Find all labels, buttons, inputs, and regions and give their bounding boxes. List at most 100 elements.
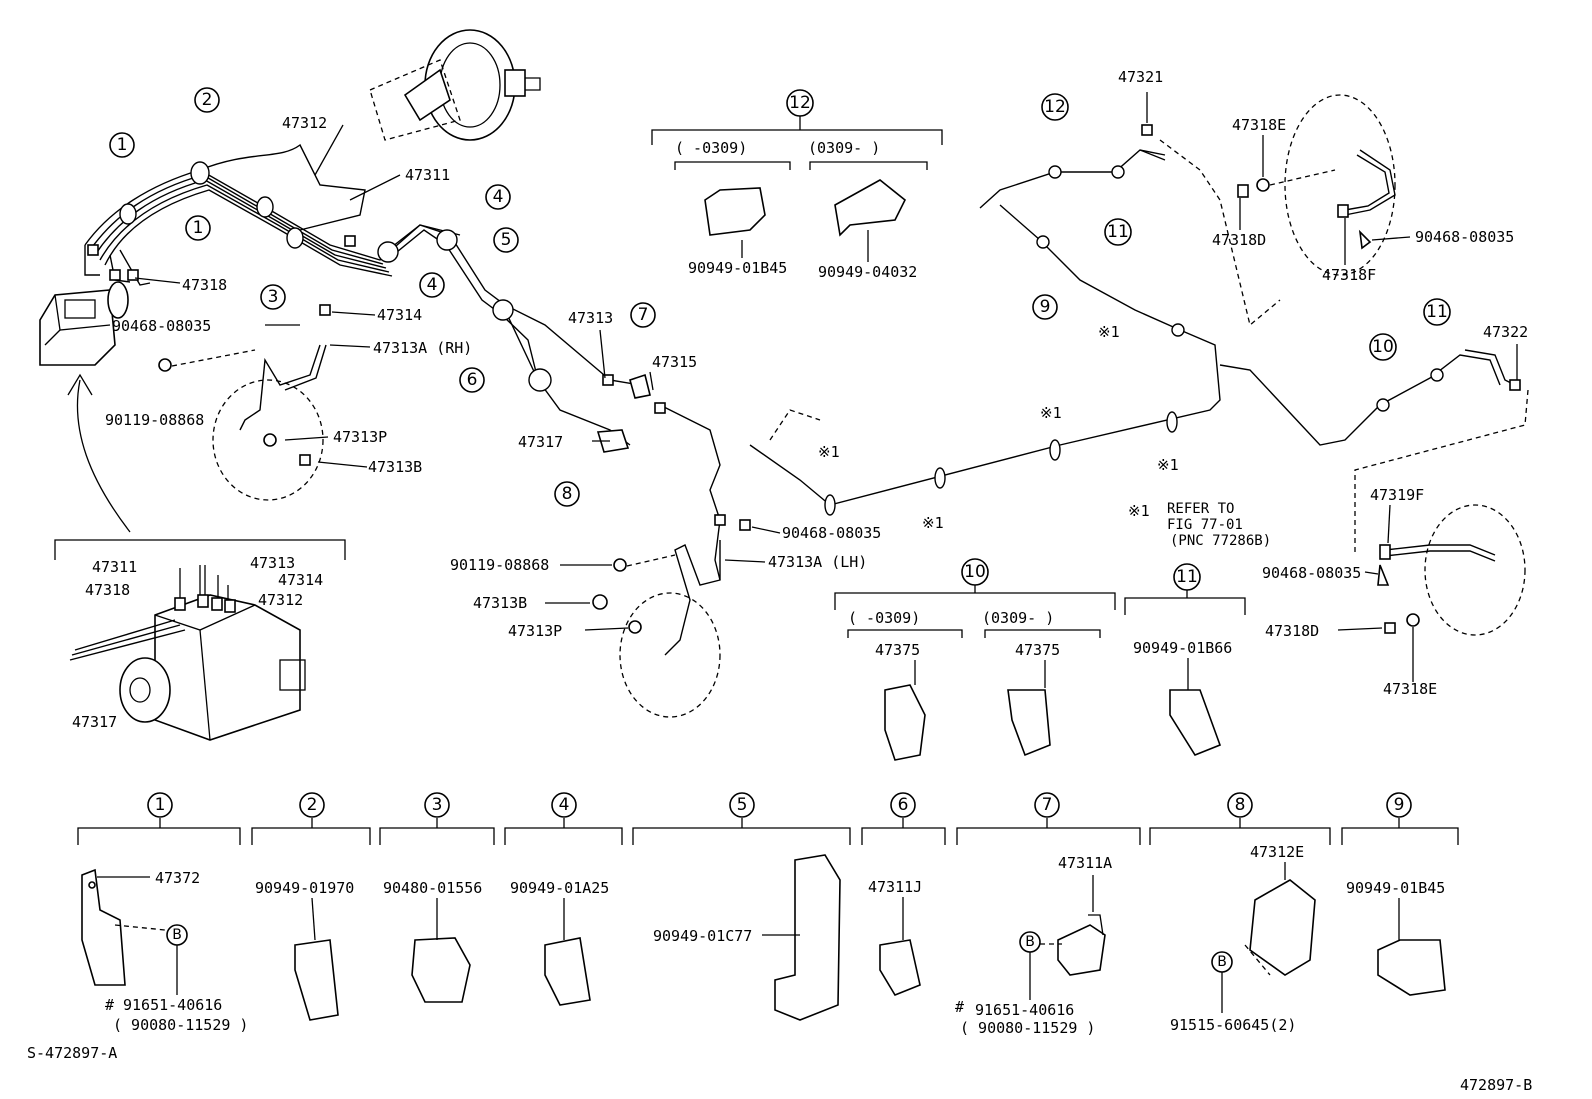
callout-9a: 9 <box>1032 294 1058 320</box>
callout-k1: 1 <box>147 792 173 818</box>
svg-text:5: 5 <box>501 230 512 250</box>
svg-text:2: 2 <box>307 795 318 815</box>
label-90119-mid: 90119-08868 <box>450 556 549 574</box>
callout-k3: 3 <box>424 792 450 818</box>
brake-booster <box>369 29 541 141</box>
callout-11a: 11 <box>1104 218 1132 246</box>
label-91651-a: 91651-40616 <box>123 996 222 1014</box>
label-47318e-top: 47318E <box>1232 116 1286 134</box>
svg-text:7: 7 <box>638 305 649 325</box>
label-90119-left: 90119-08868 <box>105 411 204 429</box>
label-47314: 47314 <box>377 306 422 324</box>
clip-k6 <box>879 939 921 996</box>
hash-mark-b: # <box>955 998 964 1016</box>
clip-12a <box>704 187 766 236</box>
svg-text:11: 11 <box>1176 567 1198 587</box>
label-47311-top: 47311 <box>405 166 450 184</box>
label-47313a-rh: 47313A (RH) <box>373 339 472 357</box>
svg-text:3: 3 <box>432 795 443 815</box>
svg-text:4: 4 <box>493 187 504 207</box>
svg-text:8: 8 <box>562 484 573 504</box>
ref-mark-e: ※1 <box>922 514 944 532</box>
svg-text:10: 10 <box>964 562 986 582</box>
inset-label-47318: 47318 <box>85 581 130 599</box>
clip-k1 <box>81 868 126 986</box>
callout-12a: 12 <box>786 89 814 117</box>
label-47375-a: 47375 <box>875 641 920 659</box>
clip-10b <box>1007 689 1051 757</box>
range-label-a: ( -0309) <box>675 139 747 157</box>
leader-lines <box>97 92 1518 1013</box>
label-47318e-right: 47318E <box>1383 680 1437 698</box>
figure-code-right: 472897-B <box>1460 1076 1532 1094</box>
inset-label-47317: 47317 <box>72 713 117 731</box>
hash-mark-a: # <box>105 996 114 1014</box>
rh-flex-hose <box>158 304 331 501</box>
b-marker-c: B <box>1211 951 1233 973</box>
label-47318: 47318 <box>182 276 227 294</box>
callout-10a: 10 <box>1369 333 1397 361</box>
label-90080-b: ( 90080-11529 ) <box>960 1019 1095 1037</box>
label-90949-01b45-top: 90949-01B45 <box>688 259 787 277</box>
bottom-brackets <box>77 818 1459 845</box>
label-90949-04032: 90949-04032 <box>818 263 917 281</box>
callout-12b: 12 <box>1041 93 1069 121</box>
svg-text:B: B <box>172 927 182 943</box>
svg-text:3: 3 <box>268 287 279 307</box>
callout-k8: 8 <box>1227 792 1253 818</box>
callout-5a: 5 <box>493 227 519 253</box>
label-47318f: 47318F <box>1322 266 1376 284</box>
label-47313p-left: 47313P <box>333 428 387 446</box>
lh-flex-hose <box>592 519 751 718</box>
callout-11b: 11 <box>1423 298 1451 326</box>
brake-pipe-bundle <box>84 143 461 286</box>
clip-k9 <box>1377 939 1446 996</box>
label-47317: 47317 <box>518 433 563 451</box>
label-47315: 47315 <box>652 353 697 371</box>
svg-text:1: 1 <box>155 795 166 815</box>
clip-k3 <box>411 937 471 1003</box>
part-labels: 47312 47311 47318 47314 90468-08035 4731… <box>27 68 1532 1094</box>
rear-brake-pipes <box>749 124 1529 555</box>
callout-3a: 3 <box>260 284 286 310</box>
callout-1b: 1 <box>185 215 211 241</box>
label-90949-01970: 90949-01970 <box>255 879 354 897</box>
ref-mark-c: ※1 <box>1040 404 1062 422</box>
abs-actuator <box>39 281 129 366</box>
label-47312-top: 47312 <box>282 114 327 132</box>
label-91651-b: 91651-40616 <box>975 1001 1074 1019</box>
label-90480-01556: 90480-01556 <box>383 879 482 897</box>
svg-text:12: 12 <box>789 93 811 113</box>
callout-k6: 6 <box>890 792 916 818</box>
clip-k5 <box>774 854 841 1021</box>
bracket-12 <box>651 115 943 170</box>
label-47372: 47372 <box>155 869 200 887</box>
ref-mark-b: ※1 <box>818 443 840 461</box>
inset-label-47314: 47314 <box>278 571 323 589</box>
range-label-d: (0309- ) <box>982 609 1054 627</box>
label-90949-01a25: 90949-01A25 <box>510 879 609 897</box>
svg-text:7: 7 <box>1042 795 1053 815</box>
svg-text:4: 4 <box>559 795 570 815</box>
clip-k8 <box>1244 879 1316 976</box>
svg-text:11: 11 <box>1426 302 1448 322</box>
svg-text:8: 8 <box>1235 795 1246 815</box>
svg-text:5: 5 <box>737 795 748 815</box>
rear-rh-hose <box>1237 94 1396 276</box>
figure-code-left: S-472897-A <box>27 1044 117 1062</box>
ref-mark-d: ※1 <box>1157 456 1179 474</box>
svg-text:B: B <box>1025 934 1035 950</box>
svg-text:2: 2 <box>202 90 213 110</box>
svg-text:4: 4 <box>427 275 438 295</box>
inset-label-47313: 47313 <box>250 554 295 572</box>
label-47318d-top: 47318D <box>1212 231 1266 249</box>
callout-4a: 4 <box>485 184 511 210</box>
b-marker-a: B <box>166 924 188 946</box>
svg-text:6: 6 <box>898 795 909 815</box>
clip-k7 <box>1057 914 1106 976</box>
svg-text:6: 6 <box>467 370 478 390</box>
callout-7a: 7 <box>630 302 656 328</box>
label-47311j: 47311J <box>868 878 922 896</box>
label-90949-01b45-bottom: 90949-01B45 <box>1346 879 1445 897</box>
ref-mark-a: ※1 <box>1098 323 1120 341</box>
